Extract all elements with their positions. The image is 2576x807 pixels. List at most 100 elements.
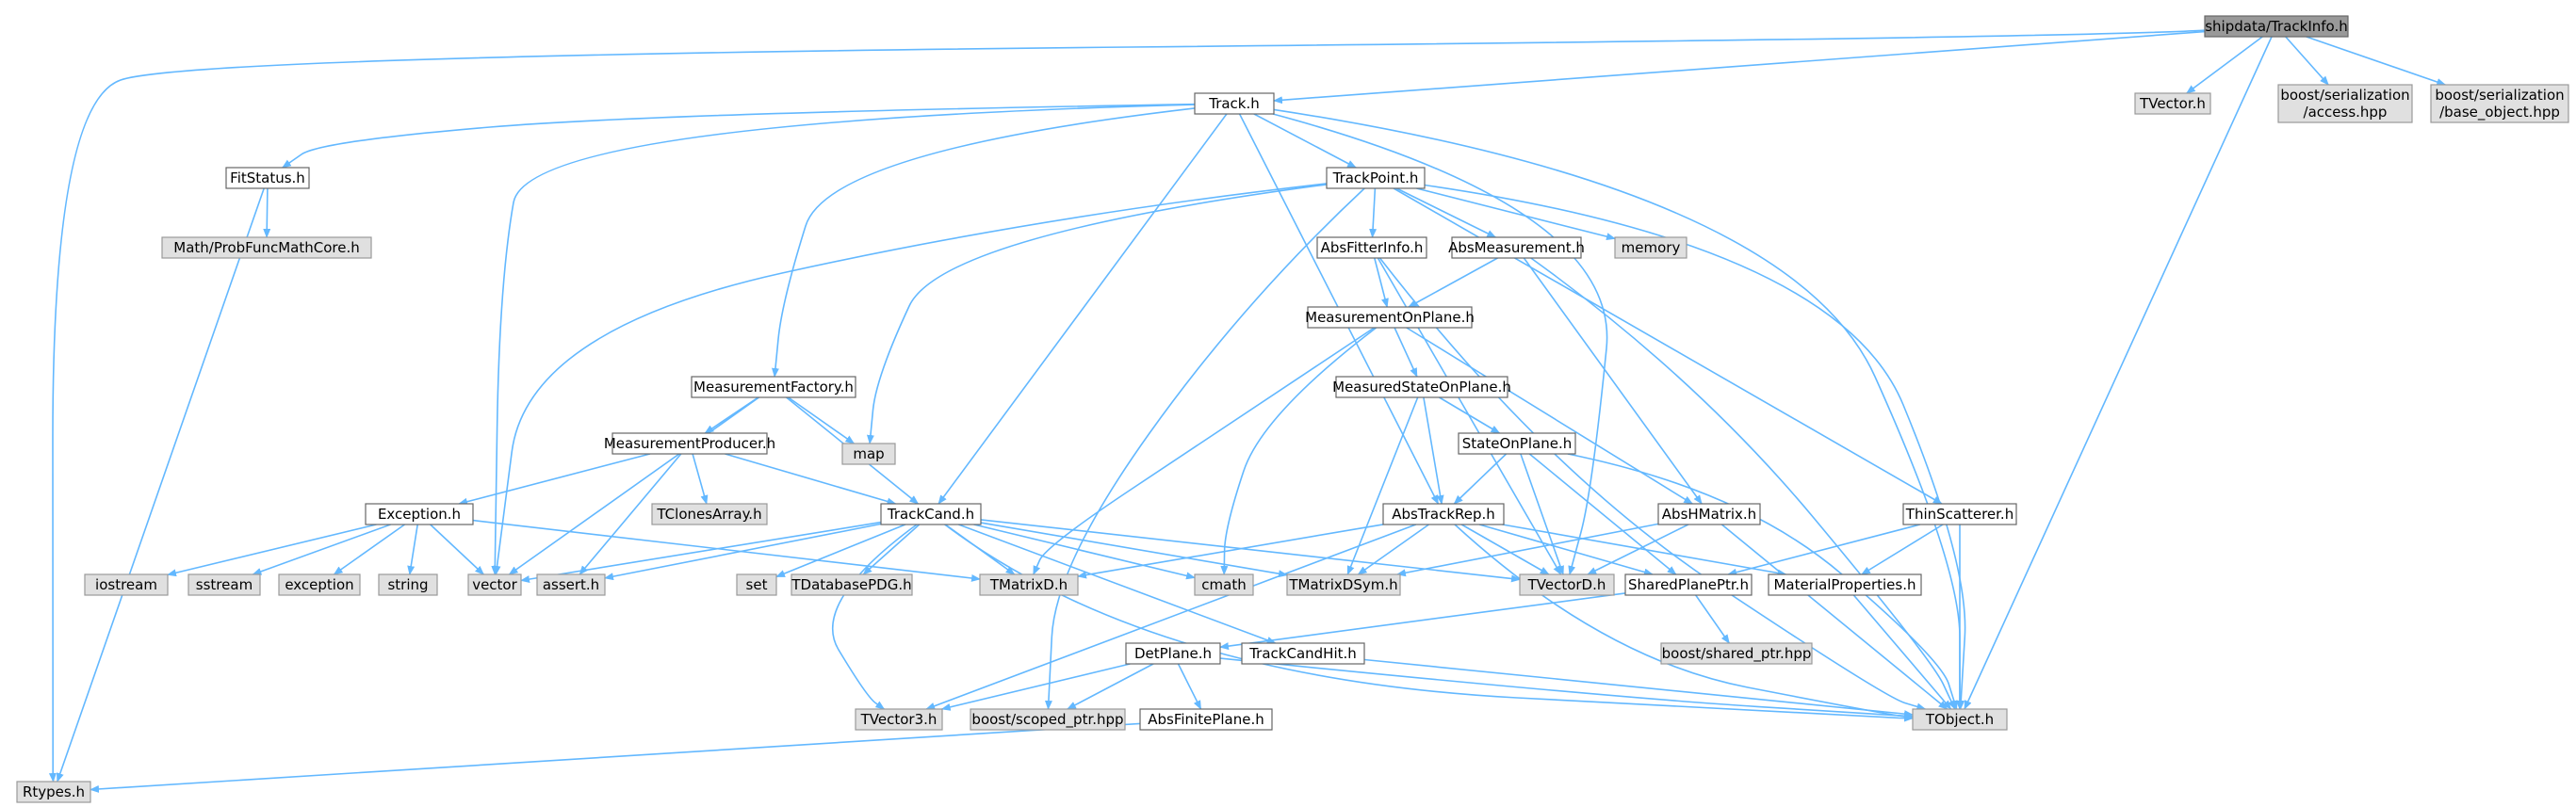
node-label: boost/shared_ptr.hpp (1662, 645, 1812, 663)
node-box[interactable] (1902, 503, 2017, 525)
node-cmath: cmath (1194, 573, 1254, 596)
node-box[interactable] (1139, 708, 1273, 731)
node-thinscatterer[interactable]: ThinScatterer.h (1902, 503, 2017, 525)
node-box[interactable] (1382, 503, 1505, 525)
edge-line (48, 29, 2206, 783)
edge-line (493, 183, 1328, 575)
node-box[interactable] (365, 503, 474, 525)
node-label: /base_object.hpp (2439, 104, 2560, 121)
node-box[interactable] (1624, 573, 1753, 596)
edge-line (1220, 327, 1378, 575)
edge-detplane-to-tobject (1219, 657, 1914, 720)
node-materialprops[interactable]: MaterialProperties.h (1768, 573, 1922, 596)
edge-line (1406, 327, 1694, 505)
node-box[interactable] (1768, 573, 1922, 596)
node-box (187, 573, 261, 596)
node-label: /access.hpp (2304, 104, 2388, 121)
node-box[interactable] (1194, 92, 1275, 115)
node-trackcandhit[interactable]: TrackCandHit.h (1241, 642, 1365, 665)
node-box[interactable] (1458, 432, 1576, 455)
edge-line (980, 519, 1521, 583)
edge-line (725, 453, 897, 506)
node-box (1614, 236, 1687, 259)
node-detplane[interactable]: DetPlane.h (1125, 642, 1221, 665)
node-abshmatrix[interactable]: AbsHMatrix.h (1657, 503, 1761, 525)
edge-absfiniteplane-to-rtypes (90, 722, 1141, 793)
edge-trackcand-to-tvector3 (831, 524, 918, 710)
edge-measproducer-to-tclones (692, 453, 709, 505)
edge-line (1423, 396, 1444, 505)
edge-trackcand-to-vector (520, 521, 882, 584)
edge-exception-to-sstream (252, 524, 391, 575)
node-label: TrackPoint.h (1332, 169, 1419, 186)
node-box[interactable] (611, 432, 768, 455)
node-box (161, 236, 372, 259)
node-string: string (378, 573, 438, 596)
node-box[interactable] (880, 503, 982, 525)
edge-line (1374, 257, 1389, 308)
node-box[interactable] (225, 167, 310, 189)
node-asserth: assert.h (536, 573, 606, 596)
edge-measfactory-to-map (788, 396, 856, 444)
node-track[interactable]: Track.h (1194, 92, 1275, 115)
node-box (278, 573, 361, 596)
node-exception[interactable]: Exception.h (365, 503, 474, 525)
node-box[interactable] (1335, 376, 1508, 398)
edge-line (1861, 524, 1944, 575)
edge-line (1567, 453, 1958, 710)
node-label: boost/scoped_ptr.hpp (971, 711, 1123, 729)
edge-line (862, 524, 921, 575)
node-box (1912, 708, 2008, 731)
node-map: map (841, 443, 896, 465)
node-sharedplaneptr[interactable]: SharedPlanePtr.h (1624, 573, 1753, 596)
node-trackcand[interactable]: TrackCand.h (880, 503, 982, 525)
node-box (841, 443, 896, 465)
node-label: boost/serialization (2280, 87, 2409, 104)
node-vector: vector (467, 573, 522, 596)
node-label: boost/serialization (2435, 87, 2564, 104)
node-box (84, 573, 169, 596)
edge-thinscatterer-to-sharedplaneptr (1727, 524, 1921, 576)
edge-line (980, 522, 1288, 578)
node-trackpoint[interactable]: TrackPoint.h (1326, 167, 1426, 189)
node-measonplane[interactable]: MeasurementOnPlane.h (1305, 306, 1475, 329)
node-box[interactable] (1316, 236, 1427, 259)
edge-line (458, 453, 651, 506)
node-absfiniteplane[interactable]: AbsFinitePlane.h (1139, 708, 1273, 731)
edge-line (1219, 592, 1626, 651)
node-box[interactable] (691, 376, 856, 398)
node-measproducer[interactable]: MeasurementProducer.h (604, 432, 775, 455)
edge-trackpoint-to-vector (493, 183, 1328, 575)
edge-line (263, 187, 271, 238)
node-box[interactable] (1125, 642, 1221, 665)
node-box[interactable] (1241, 642, 1365, 665)
edge-line (252, 524, 391, 575)
edge-line (1369, 187, 1378, 238)
node-label: MaterialProperties.h (1773, 576, 1916, 593)
edge-stateonplane-to-tobject (1567, 453, 1958, 710)
node-label: TVector.h (2139, 95, 2206, 112)
node-fitstatus[interactable]: FitStatus.h (225, 167, 310, 189)
node-label: TMatrixDSym.h (1288, 576, 1397, 593)
node-measuredstate[interactable]: MeasuredStateOnPlane.h (1332, 376, 1511, 398)
edge-trackcand-to-tmatrixdsym (980, 522, 1288, 578)
edge-trackcand-to-tobject (944, 524, 1914, 722)
edge-line (692, 453, 709, 505)
node-box[interactable] (1657, 503, 1761, 525)
edge-root-to-tvector (2185, 36, 2263, 94)
node-box[interactable] (1451, 236, 1582, 259)
node-measfactory[interactable]: MeasurementFactory.h (691, 376, 856, 398)
node-box[interactable] (1326, 167, 1426, 189)
node-label: sstream (196, 576, 253, 593)
node-label: FitStatus.h (230, 169, 305, 186)
edge-line (1478, 524, 1654, 576)
node-abstrackrep[interactable]: AbsTrackRep.h (1382, 503, 1505, 525)
edge-line (1502, 524, 1787, 577)
node-absfitterinfo[interactable]: AbsFitterInfo.h (1316, 236, 1427, 259)
node-label: AbsTrackRep.h (1392, 506, 1495, 523)
node-tvectord: TVectorD.h (1519, 573, 1615, 596)
node-stateonplane[interactable]: StateOnPlane.h (1458, 432, 1576, 455)
node-absmeasurement[interactable]: AbsMeasurement.h (1448, 236, 1585, 259)
edge-line (604, 523, 882, 581)
node-box[interactable] (1307, 306, 1473, 329)
